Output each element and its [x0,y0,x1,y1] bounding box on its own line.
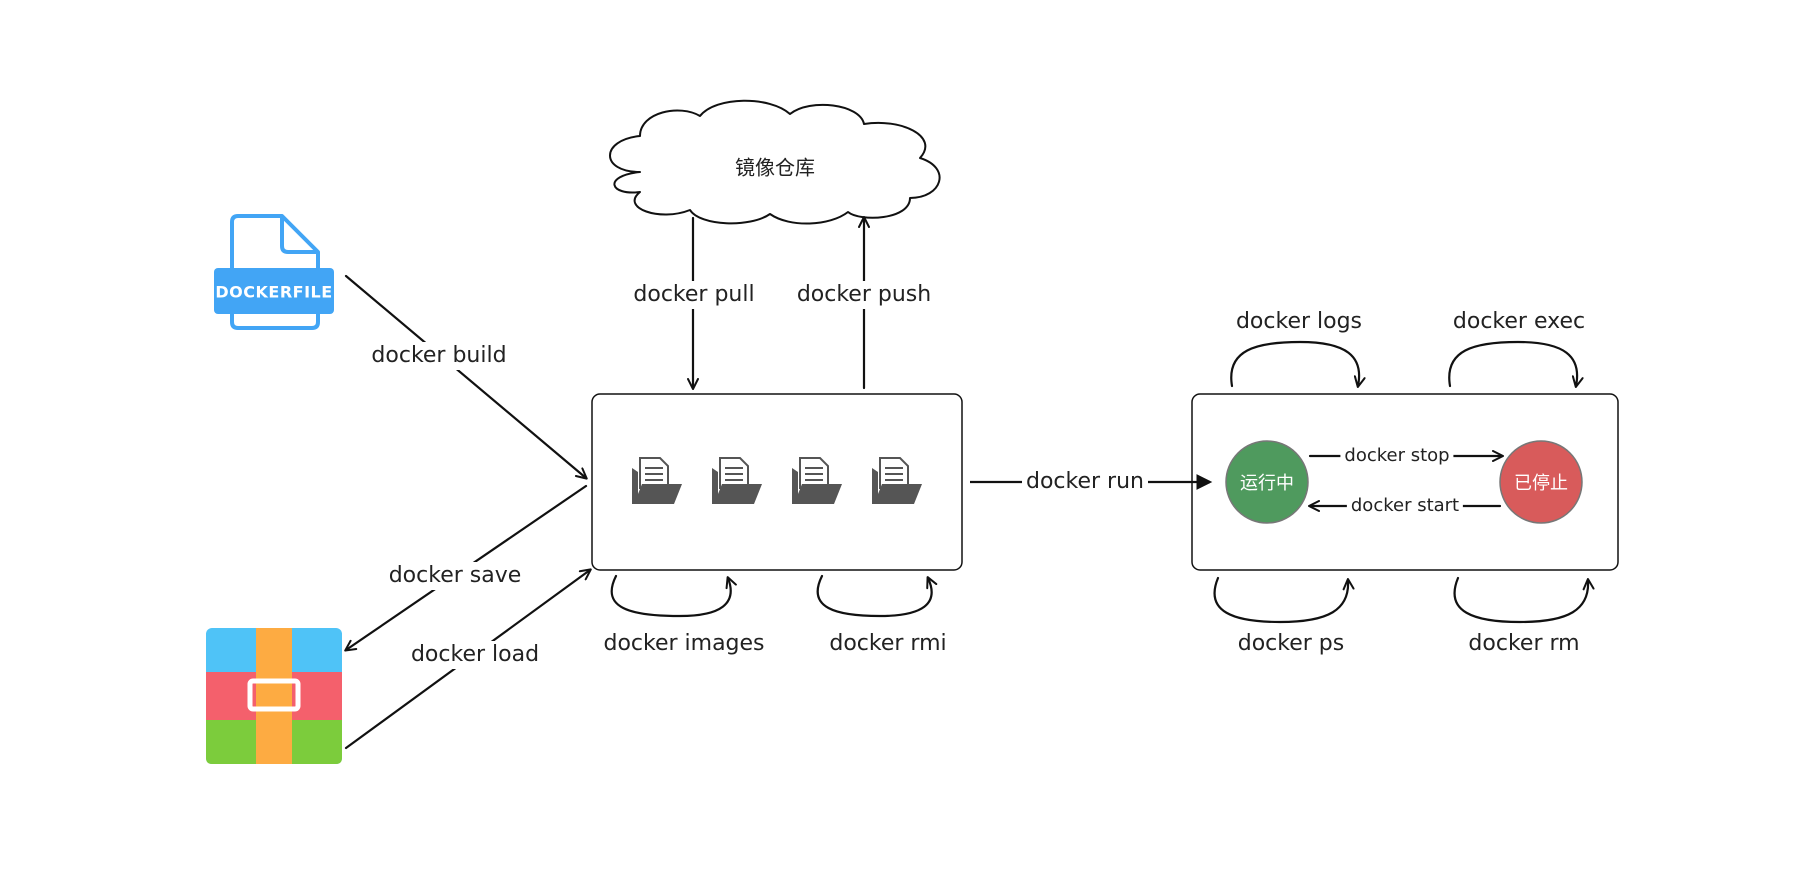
image-folder-icon [712,457,762,504]
image-folder-icon [792,457,842,504]
docker-stop-label: docker stop [1340,444,1454,468]
exec-loop-arrow [1448,340,1584,388]
rmi-loop-arrow [816,574,938,618]
dockerfile-label: DOCKERFILE [215,282,333,302]
image-folder-icon [872,457,922,504]
images-loop-arrow [610,574,737,618]
ps-loop-arrow [1213,576,1355,624]
archive-icon [206,628,342,764]
registry-cloud [609,99,941,225]
dockerfile-icon [214,214,334,330]
docker-exec-label: docker exec [1448,308,1590,336]
running-state-label: 运行中 [1240,473,1294,494]
docker-push-label: docker push [792,281,936,309]
build-arrow [344,274,588,480]
docker-ps-label: docker ps [1233,630,1349,658]
docker-images-label: docker images [599,630,769,658]
docker-load-label: docker load [406,641,544,669]
docker-save-label: docker save [384,562,526,590]
docker-start-label: docker start [1346,494,1464,518]
rm-loop-arrow [1453,576,1595,624]
docker-rmi-label: docker rmi [825,630,951,658]
docker-build-label: docker build [367,342,511,370]
image-folder-icon [632,457,682,504]
logs-loop-arrow [1230,340,1366,388]
images-box [591,393,963,571]
registry-label: 镜像仓库 [735,155,815,180]
stopped-state-node [1499,440,1583,524]
stopped-state-label: 已停止 [1514,473,1568,494]
running-state-node [1225,440,1309,524]
docker-logs-label: docker logs [1231,308,1367,336]
docker-pull-label: docker pull [629,281,759,309]
image-icons-group [632,457,922,504]
docker-rm-label: docker rm [1464,630,1584,658]
docker-run-label: docker run [1022,468,1148,496]
